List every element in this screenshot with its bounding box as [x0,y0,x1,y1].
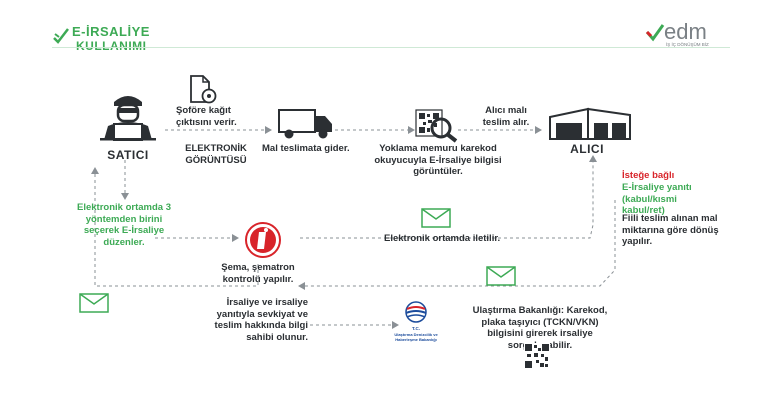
ministry-info-text: İrsaliye ve irsaliye yanıtıyla sevkiyat … [214,297,308,343]
seller-label: SATICI [107,148,149,162]
arrow-truck [265,126,272,134]
header-logo: E-İRSALİYE KULLANIMI [52,22,192,58]
arrow-seller-up [91,167,99,174]
ministry-logo-icon [405,301,427,323]
header-divider [52,47,730,48]
connector-gib-buyer [300,160,594,239]
qr-code-icon [524,343,550,369]
electronic-view-text: ELEKTRONİK GÖRÜNTÜSÜ [185,143,247,166]
truck-icon [278,109,332,139]
goods-delivery-text: Mal teslimata gider. [262,143,350,154]
brand-logo: edm İŞ İÇ DÖNÜŞÜM BİZ [645,18,736,50]
seller-person-icon [100,96,156,141]
warehouse-icon [549,107,631,140]
envelope-icon-3 [79,293,109,313]
arrow-buyer [535,126,542,134]
electronic-forward-text: Elektronik ortamda iletilir. [384,233,501,244]
brand-check-icon [645,24,665,42]
arrow-gib [232,234,239,242]
arrow-ministry [392,321,399,329]
optional-dark-text: Fiili teslim alınan mal miktarına göre d… [622,213,719,247]
schema-check-text: Şema, şematron kontrolü yapılır. [221,262,295,285]
receiver-take-text: Alıcı malı teslim alır. [482,105,530,128]
gib-logo-icon [245,222,281,258]
arrow-buyer-up [589,155,597,162]
optional-green-text: E-İrsaliye yanıtı (kabul/kısmi kabul/ret… [622,182,692,216]
leaf-icon [53,28,69,44]
qr-magnifier-icon [415,109,458,143]
buyer-label: ALICI [570,142,604,156]
electronic-create-text: Elektronik ortamda 3 yöntemden birini se… [77,202,171,248]
connector-gib-seller [94,172,259,287]
logo-line2: KULLANIMI [76,39,147,53]
optional-title: İsteğe bağlı [622,170,675,181]
arrow-inspector [408,126,415,134]
driver-paper-text: Şoföre kağıt çıktısını verir. [176,105,237,128]
logo-line1: E-İRSALİYE [72,24,150,39]
envelope-icon-1 [421,208,451,228]
brand-sub: İŞ İÇ DÖNÜŞÜM BİZ [666,42,709,47]
ministry-logo-tc: T.C. [411,326,420,331]
arrow-down [121,193,129,200]
arrow-back [298,282,305,290]
document-icon [190,75,217,104]
brand-name: edm [664,19,707,44]
ministry-logo-name: Ulaştırma Denizcilik ve Haberleşme Bakan… [394,332,438,342]
envelope-icon-2 [486,266,516,286]
connector-buyer-back [305,200,616,287]
inspector-text: Yoklama memuru karekod okuyucuyla E-İrsa… [374,143,502,177]
